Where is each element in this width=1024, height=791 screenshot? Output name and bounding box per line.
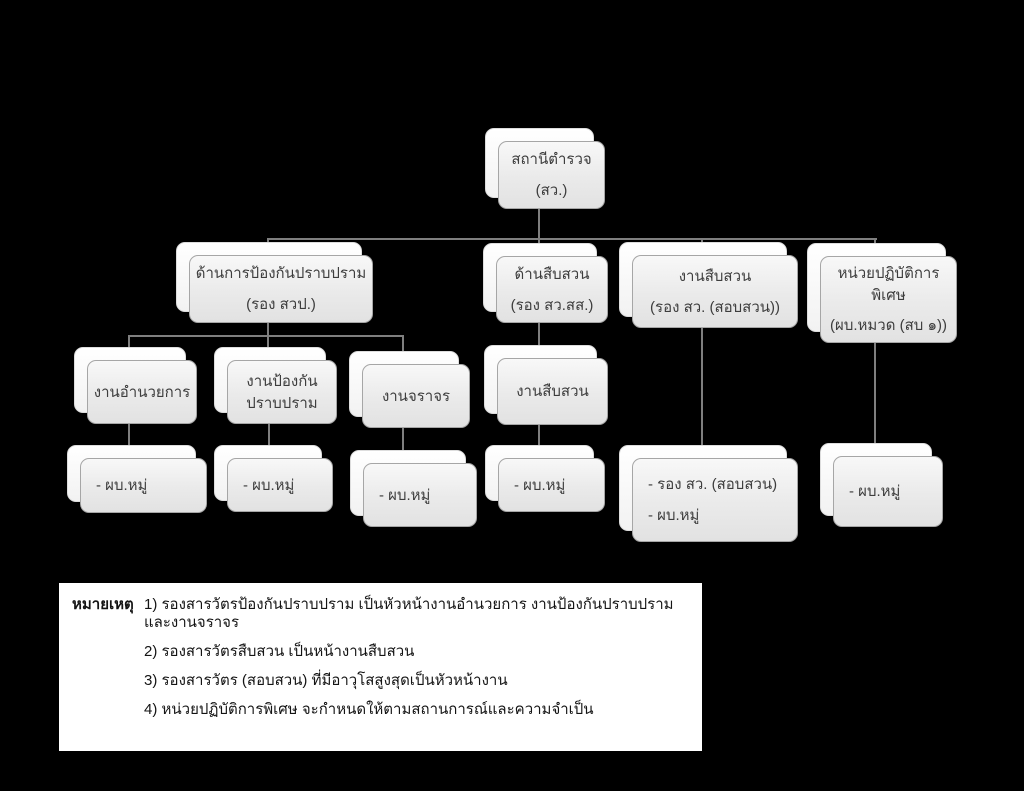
node-face: หน่วยปฏิบัติการ พิเศษ (ผบ.หมวด (สบ ๑)) [820, 256, 957, 343]
node-title: งานสืบสวน [678, 267, 752, 285]
node-title: - ผบ.หมู่ [514, 476, 566, 494]
connector-special-ops-drop [874, 340, 876, 448]
node-face: งานสืบสวน (รอง สว. (สอบสวน)) [632, 255, 798, 328]
notes-label: หมายเหตุ [72, 596, 134, 613]
node-title: พิเศษ [871, 287, 906, 304]
org-node-special-operations: หน่วยปฏิบัติการ พิเศษ (ผบ.หมวด (สบ ๑)) [807, 243, 957, 343]
org-node-administration: งานอำนวยการ [74, 347, 197, 424]
node-title: ด้านสืบสวน [514, 265, 590, 283]
node-title: งานสืบสวน [516, 383, 589, 400]
connector-drop [268, 422, 270, 450]
node-face: งานอำนวยการ [87, 360, 197, 424]
node-face: สถานีตำรวจ (สว.) [498, 141, 605, 209]
node-face: งานป้องกัน ปราบปราม [227, 360, 337, 424]
connector-drop [128, 422, 130, 450]
node-face: - ผบ.หมู่ [227, 458, 333, 512]
node-title: ปราบปราม [246, 394, 318, 412]
node-title: งานจราจร [381, 387, 451, 405]
org-node-prevention-suppression-work: งานป้องกัน ปราบปราม [214, 347, 337, 424]
node-subtitle: (สว.) [535, 182, 568, 199]
note-item: 4) หน่วยปฏิบัติการพิเศษ จะกำหนดให้ตามสถา… [144, 701, 594, 718]
node-title: - รอง สว. (สอบสวน) [648, 476, 778, 493]
notes-panel: หมายเหตุ 1) รองสารวัตรป้องกันปราบปราม เป… [59, 583, 702, 751]
node-face: - ผบ.หมู่ [80, 458, 207, 513]
node-title: งานป้องกัน [246, 372, 318, 390]
org-node-traffic-work: งานจราจร [349, 351, 470, 428]
note-item: 1) รองสารวัตรป้องกันปราบปราม เป็นหัวหน้า… [144, 596, 674, 631]
org-node-inquiry-work: งานสืบสวน (รอง สว. (สอบสวน)) [619, 242, 798, 328]
node-face: ด้านสืบสวน (รอง สว.สส.) [496, 256, 608, 323]
note-item: 2) รองสารวัตรสืบสวน เป็นหน้างานสืบสวน [144, 643, 415, 660]
org-node-squad-leader-investigation: - ผบ.หมู่ [485, 445, 605, 512]
node-title: - ผบ.หมู่ [648, 507, 700, 524]
node-subtitle: (ผบ.หมวด (สบ ๑)) [830, 317, 947, 334]
org-node-police-station: สถานีตำรวจ (สว.) [485, 128, 605, 209]
node-face: - รอง สว. (สอบสวน) - ผบ.หมู่ [632, 458, 798, 542]
connector-inquiry-drop [701, 325, 703, 450]
org-node-squad-leader-prevention: - ผบ.หมู่ [214, 445, 333, 512]
connector-drop [402, 335, 404, 355]
connector-investigation-drop [538, 320, 540, 350]
node-title: สถานีตำรวจ [511, 151, 592, 168]
node-subtitle: (รอง สว.สส.) [510, 296, 594, 314]
node-face: งานจราจร [362, 364, 470, 428]
node-face: ด้านการป้องกันปราบปราม (รอง สวป.) [189, 255, 373, 323]
node-title: งานอำนวยการ [93, 383, 191, 401]
connector-drop [402, 426, 404, 455]
connector-root-stub [538, 209, 540, 240]
connector-level3-rail [128, 335, 404, 337]
connector-drop [128, 335, 130, 351]
org-node-inquiry-staff: - รอง สว. (สอบสวน) - ผบ.หมู่ [619, 445, 798, 542]
node-face: - ผบ.หมู่ [363, 463, 477, 527]
org-node-squad-leader-special-ops: - ผบ.หมู่ [820, 443, 943, 527]
connector-drop [538, 423, 540, 450]
node-title: - ผบ.หมู่ [379, 486, 431, 504]
node-title: ด้านการป้องกันปราบปราม [195, 265, 367, 282]
node-subtitle: (รอง สวป.) [246, 296, 316, 313]
node-face: - ผบ.หมู่ [498, 458, 605, 512]
org-node-investigation-work: งานสืบสวน [484, 345, 608, 425]
node-subtitle: (รอง สว. (สอบสวน)) [650, 298, 780, 316]
org-node-squad-leader-admin: - ผบ.หมู่ [67, 445, 207, 513]
org-node-prevention-suppression: ด้านการป้องกันปราบปราม (รอง สวป.) [176, 242, 373, 323]
org-node-investigation-division: ด้านสืบสวน (รอง สว.สส.) [483, 243, 608, 323]
node-title: - ผบ.หมู่ [849, 483, 901, 500]
node-title: - ผบ.หมู่ [96, 477, 148, 494]
connector-level2-rail [267, 238, 877, 240]
node-face: งานสืบสวน [497, 358, 608, 425]
node-title: หน่วยปฏิบัติการ [837, 265, 940, 282]
node-title: - ผบ.หมู่ [243, 476, 295, 494]
org-node-squad-leader-traffic: - ผบ.หมู่ [350, 450, 477, 527]
notes-list: 1) รองสารวัตรป้องกันปราบปราม เป็นหัวหน้า… [144, 596, 694, 730]
connector-prevention-stub [267, 318, 269, 337]
connector-drop [267, 335, 269, 351]
note-item: 3) รองสารวัตร (สอบสวน) ที่มีอาวุโสสูงสุด… [144, 672, 508, 689]
node-face: - ผบ.หมู่ [833, 456, 943, 527]
